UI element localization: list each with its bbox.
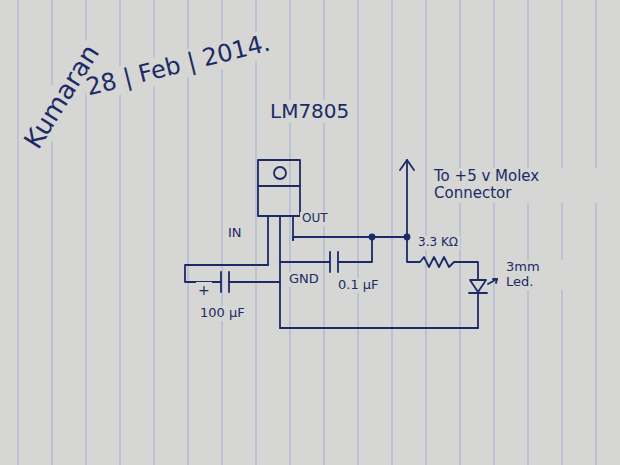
pin-name: OUT [300, 212, 330, 226]
capacitor-value: 0.1 μF [336, 278, 381, 293]
connector-note: To +5 v Molex Connector [432, 168, 606, 203]
paper-ruling [18, 0, 596, 465]
pin-name: GND [287, 272, 321, 287]
resistor-symbol [407, 237, 478, 280]
regulator-symbol [258, 160, 300, 328]
pin-name: IN [226, 226, 244, 241]
ground-rail [280, 327, 478, 329]
capacitor-value: 100 μF [198, 306, 247, 321]
part-name: LM7805 [268, 100, 351, 123]
resistor-value: 3.3 KΩ [416, 236, 460, 250]
led-note: 3mm Led. [504, 260, 568, 290]
date-note: 28 | Feb | 2014. [82, 29, 275, 102]
polarity-mark: + [196, 282, 212, 298]
output-wiring [280, 160, 414, 272]
led-symbol [469, 279, 497, 328]
